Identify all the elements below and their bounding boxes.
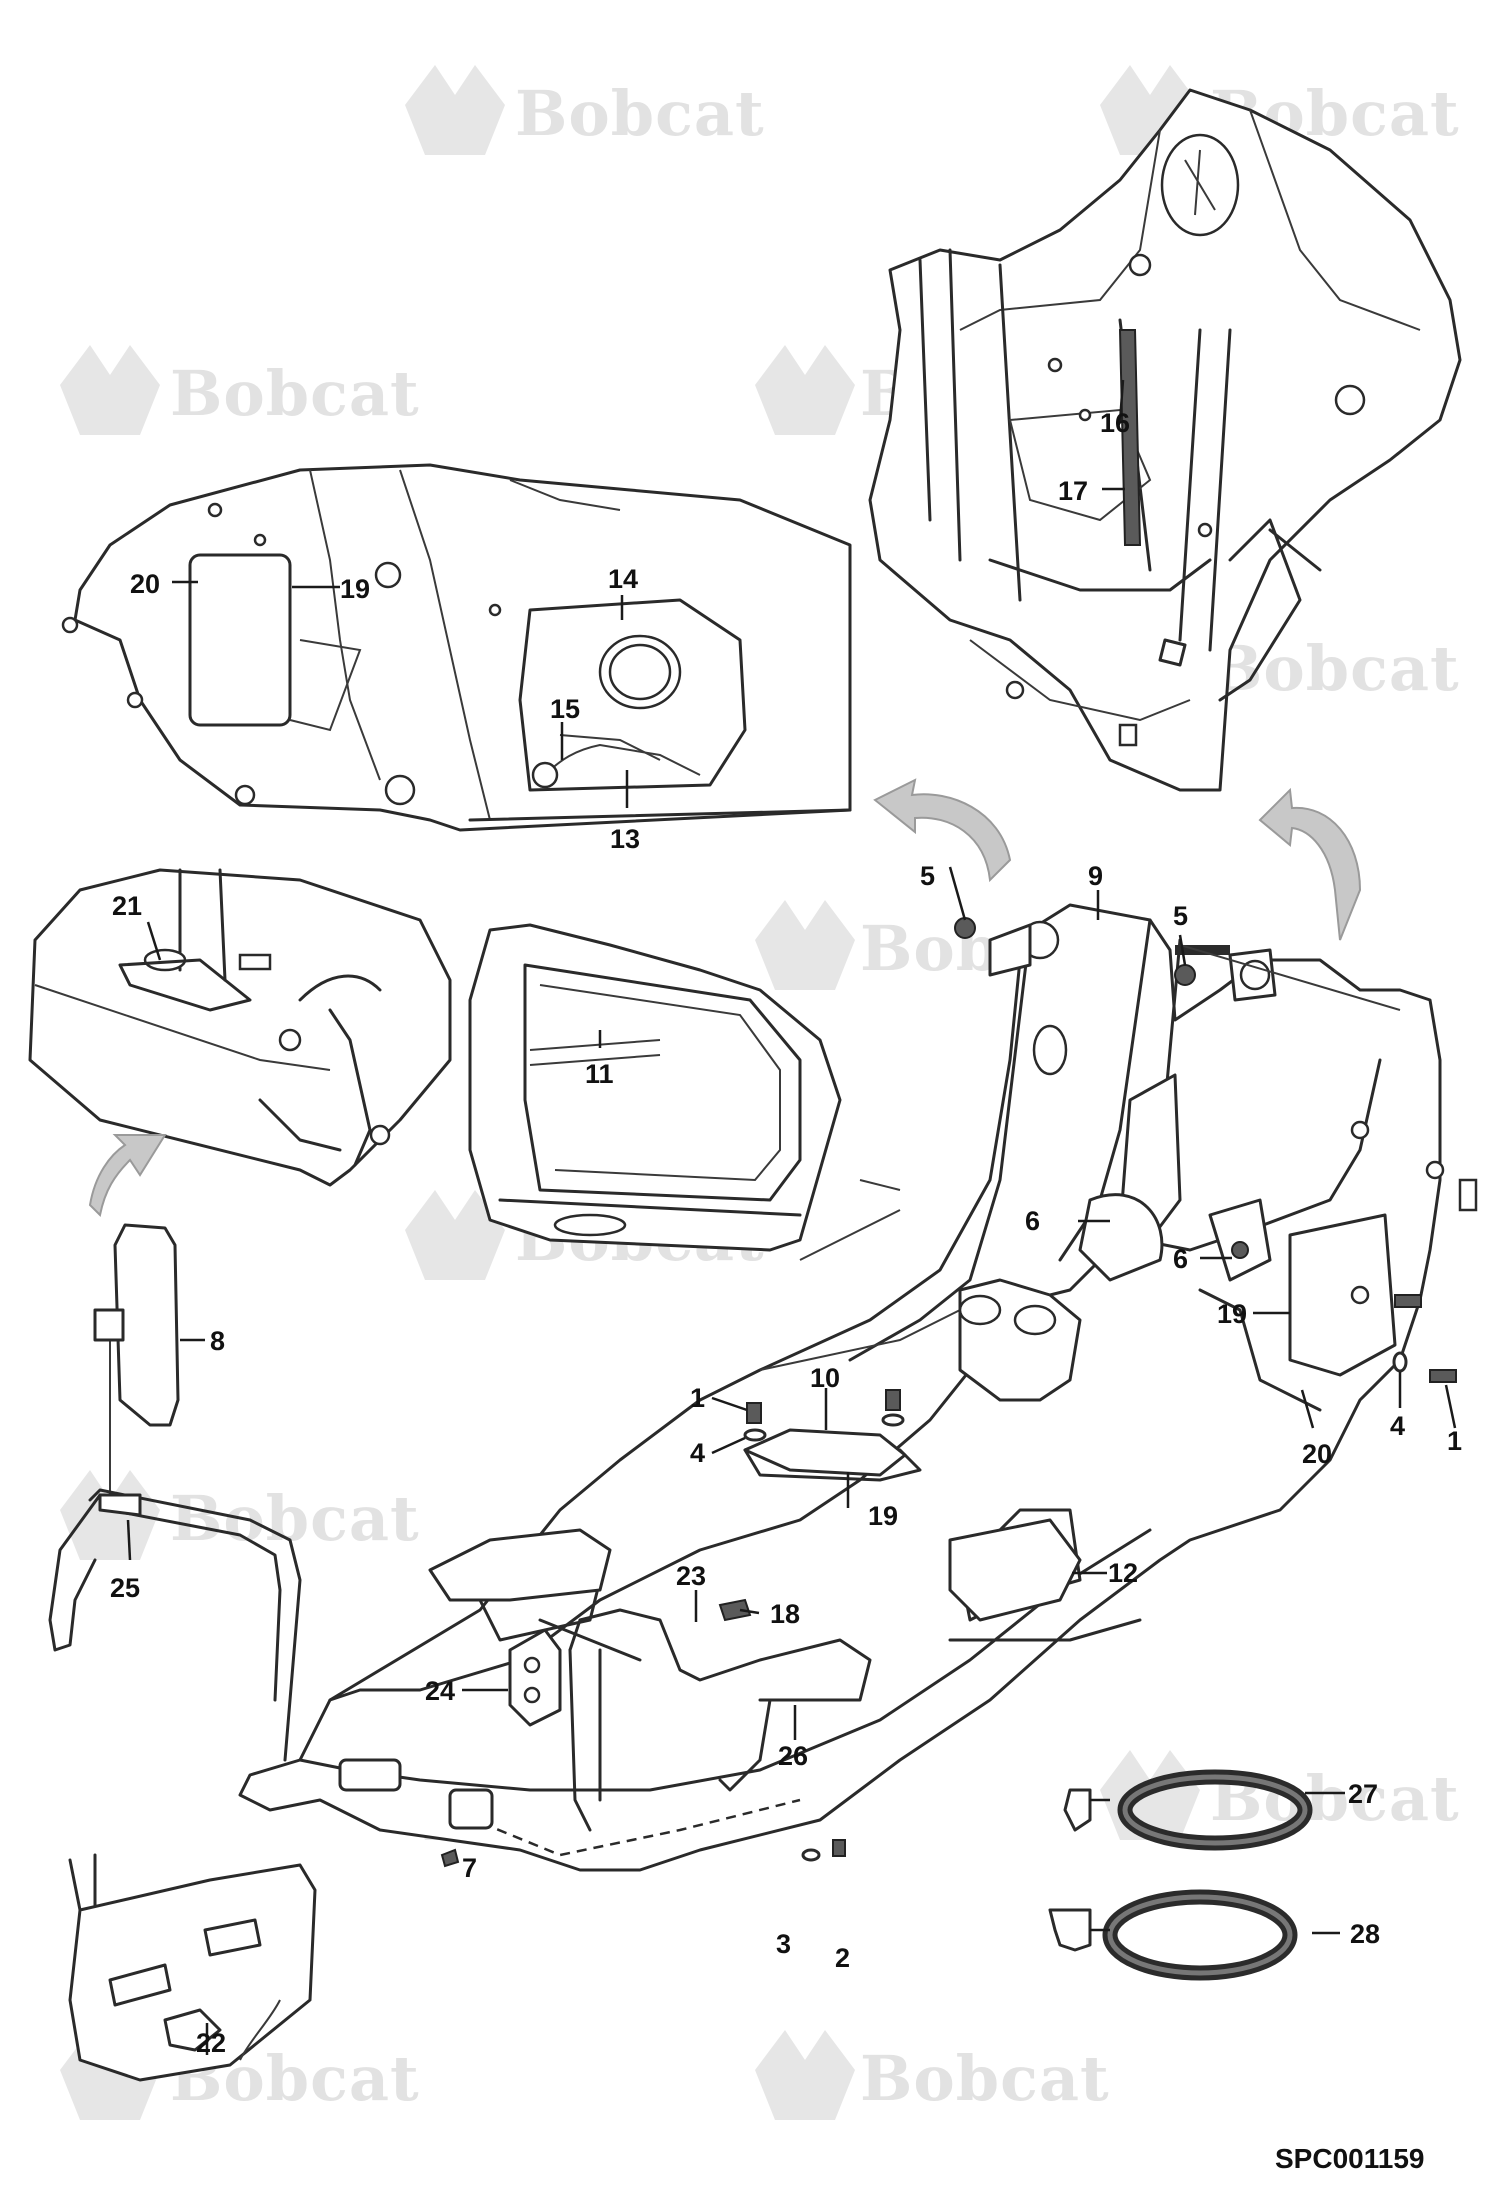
washer [881, 1413, 905, 1427]
callouts: 20 19 14 15 13 16 17 21 11 8 5 9 5 6 6 1… [110, 408, 1462, 2058]
callout-12: 12 [1108, 1558, 1138, 1588]
callout-17: 17 [1058, 476, 1088, 506]
watermark-text: Bobcat [1210, 632, 1460, 705]
curved-arrow-icon [88, 1134, 167, 1218]
bolt [1394, 1294, 1422, 1308]
callout-22: 22 [196, 2028, 226, 2058]
callout-27: 27 [1348, 1779, 1378, 1809]
callout-6: 6 [1025, 1206, 1040, 1236]
callout-4: 4 [690, 1438, 705, 1468]
step-plate-22 [68, 1853, 317, 2082]
callout-23: 23 [676, 1561, 706, 1591]
callout-20: 20 [130, 569, 160, 599]
callout-4: 4 [1390, 1411, 1405, 1441]
curved-arrow-icon [1258, 787, 1362, 941]
watermark-text: Bobcat [860, 2042, 1110, 2115]
callout-21: 21 [112, 891, 142, 921]
bolt-1 [1429, 1369, 1457, 1383]
watermark-logo [755, 345, 855, 435]
bolt [885, 1389, 901, 1411]
washer-4 [1392, 1351, 1408, 1373]
callout-18: 18 [770, 1599, 800, 1629]
callout-7: 7 [462, 1853, 477, 1883]
callout-15: 15 [550, 694, 580, 724]
callout-2: 2 [835, 1943, 850, 1973]
callout-14: 14 [608, 564, 638, 594]
watermark-text: Bobcat [170, 357, 420, 430]
callout-19: 19 [868, 1501, 898, 1531]
drawing-code: SPC001159 [1275, 2143, 1424, 2174]
callout-8: 8 [210, 1326, 225, 1356]
callout-28: 28 [1350, 1919, 1380, 1949]
callout-24: 24 [425, 1676, 455, 1706]
bolt-7 [440, 1848, 460, 1868]
watermark-logo [60, 345, 160, 435]
callout-3: 3 [776, 1929, 791, 1959]
callout-20: 20 [1302, 1439, 1332, 1469]
watermark-logo [755, 2030, 855, 2120]
watermark-logo [405, 65, 505, 155]
leader-lines [126, 379, 1457, 2055]
callout-9: 9 [1088, 861, 1103, 891]
main-frame [238, 903, 1478, 1872]
washer-3 [801, 1848, 821, 1862]
bolt-1 [746, 1402, 762, 1424]
callout-19: 19 [340, 574, 370, 604]
watermark-logo [405, 1190, 505, 1280]
watermark-text: Bobcat [170, 1482, 420, 1555]
washer-4 [743, 1428, 767, 1442]
side-panel-view [61, 463, 852, 832]
callout-19: 19 [1217, 1299, 1247, 1329]
hose-27 [1063, 1769, 1313, 1851]
callout-10: 10 [810, 1363, 840, 1393]
callout-6: 6 [1173, 1244, 1188, 1274]
watermark-text: Bobcat [515, 77, 765, 150]
callout-11: 11 [585, 1059, 614, 1089]
callout-25: 25 [110, 1573, 140, 1603]
hose-28 [1048, 1889, 1298, 1981]
curved-arrow-icon [873, 778, 1012, 883]
cover-panel-8 [93, 1223, 180, 1495]
callout-16: 16 [1100, 408, 1130, 438]
floor-detail-view [28, 868, 452, 1187]
bolt-2 [832, 1839, 846, 1857]
callout-26: 26 [778, 1741, 808, 1771]
rops-bar [48, 1488, 872, 1832]
bracket-18 [718, 1598, 752, 1622]
callout-5: 5 [920, 861, 935, 891]
nut-6 [1231, 1241, 1249, 1259]
callout-13: 13 [610, 824, 640, 854]
callout-1: 1 [1447, 1426, 1462, 1456]
callout-1: 1 [690, 1383, 705, 1413]
nut-5 [1174, 964, 1196, 986]
hardware [440, 917, 1457, 1868]
watermark-logo [755, 900, 855, 990]
cover-plate-10 [743, 1428, 907, 1477]
bracket-24 [508, 1628, 562, 1727]
door-detail-view [468, 923, 842, 1252]
motion-arrows [88, 778, 1362, 1218]
watermark-logo [60, 1470, 160, 1560]
rear-tower-view [868, 88, 1462, 792]
callout-5: 5 [1173, 901, 1188, 931]
nut-5 [954, 917, 976, 939]
